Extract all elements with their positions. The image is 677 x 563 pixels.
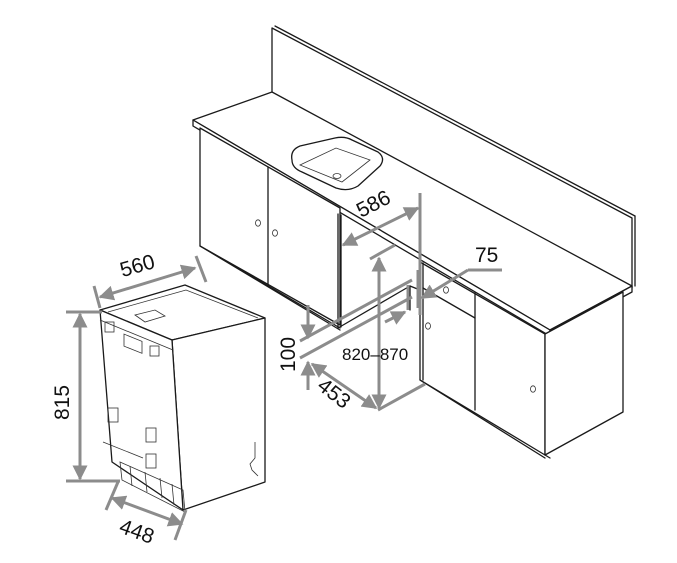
dim-plinth-depth: 453 — [310, 362, 426, 414]
panel-cutout — [145, 427, 157, 443]
dim-appliance-height: 815 — [51, 310, 120, 483]
label-453: 453 — [313, 374, 355, 414]
dim-niche-height: 820–870 — [342, 243, 408, 410]
side-bracket — [249, 442, 259, 477]
right-cabinet — [419, 261, 624, 459]
panel-cutout — [107, 407, 119, 423]
sink-drain — [332, 173, 342, 179]
control-button-icon — [149, 345, 160, 357]
panel-cutout — [145, 453, 157, 469]
sink — [291, 136, 384, 191]
control-button-icon — [104, 321, 115, 333]
label-820-870: 820–870 — [342, 345, 408, 364]
door-knob-icon — [425, 322, 431, 330]
label-560: 560 — [117, 250, 157, 282]
door-knob-icon — [272, 229, 278, 237]
label-75: 75 — [475, 244, 498, 267]
dim-plinth-height: 100 — [277, 278, 413, 390]
drawer-knob-icon — [443, 286, 449, 294]
mounting-bracket — [134, 309, 166, 323]
door-knob-icon — [530, 385, 536, 393]
door-knob-icon — [255, 219, 261, 227]
label-100: 100 — [277, 337, 300, 372]
display-icon — [123, 333, 143, 354]
label-448: 448 — [116, 515, 157, 549]
dishwasher-side — [171, 317, 266, 511]
left-cabinet — [199, 127, 341, 331]
label-815: 815 — [51, 385, 74, 420]
dishwasher — [99, 284, 266, 513]
